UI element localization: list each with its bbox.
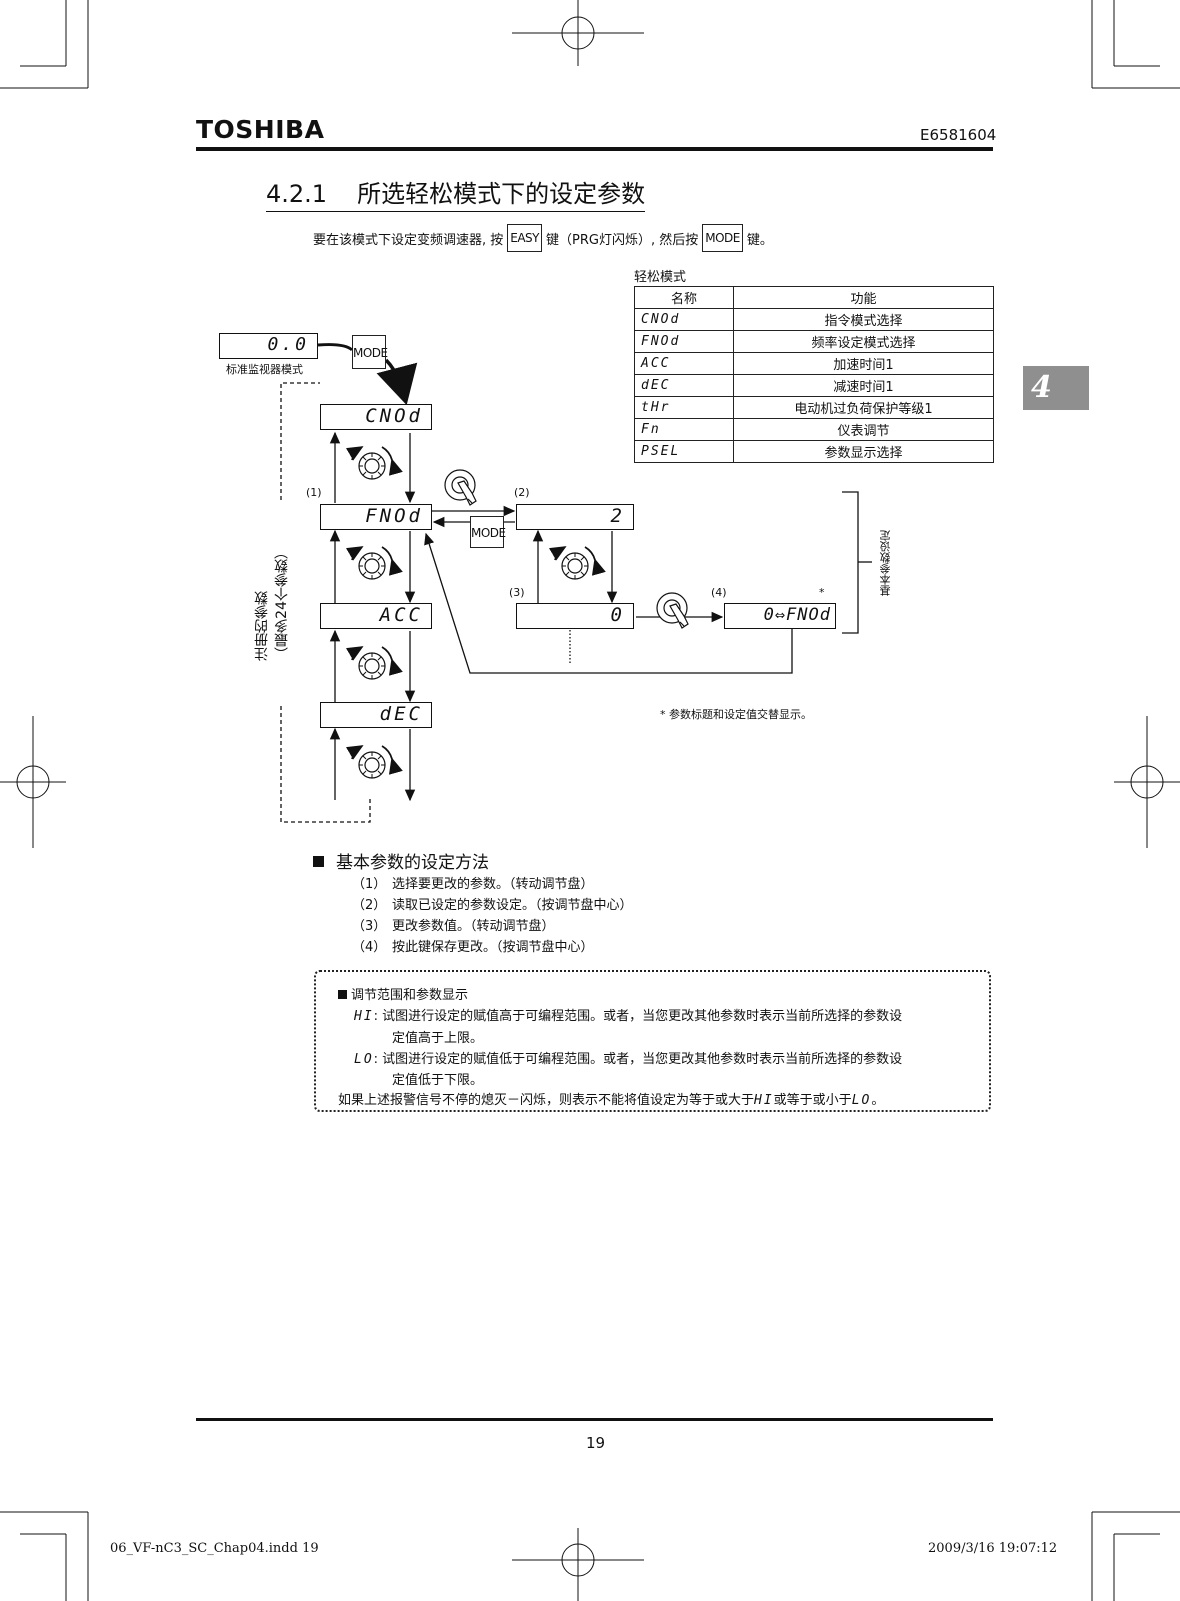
intro-text-after: 键。 xyxy=(746,232,773,248)
param-function: 频率设定模式选择 xyxy=(733,330,994,353)
mode-key-icon: MODE xyxy=(352,335,388,369)
section-heading: 4.2.1 所选轻松模式下的设定参数 xyxy=(266,174,646,212)
date-slug: 2009/3/16 19:07:12 xyxy=(928,1541,1058,1556)
page-number: 19 xyxy=(586,1434,606,1452)
lcd-display: dEC xyxy=(320,702,432,728)
monitor-label: 标准监视器模式 xyxy=(226,363,303,376)
range-info-box xyxy=(314,970,991,1112)
intro-paragraph: 要在该模式下设定变频调速器, 按 EASY 键（PRG灯闪烁）, 然后按 MOD… xyxy=(313,224,773,252)
mode-key-icon: MODE xyxy=(470,516,506,548)
range-title-text: 调节范围和参数显示 xyxy=(351,988,469,1003)
range-footer: 如果上述报警信号不停的熄灭－闪烁，则表示不能将值设定为等于或大于HI或等于或小于… xyxy=(338,1089,884,1108)
brand-logo: TOSHIBA xyxy=(196,115,325,144)
section-number: 4.2.1 xyxy=(266,180,328,208)
step-number: （1） xyxy=(352,877,387,892)
easy-key-icon: EASY xyxy=(507,224,543,252)
table-header-row: 名称 功能 xyxy=(634,286,994,309)
intro-text-middle: 键（PRG灯闪烁）, 然后按 xyxy=(546,232,699,248)
easy-table-caption: 轻松模式 xyxy=(634,270,687,285)
param-code: dEC xyxy=(634,374,734,397)
step-number: （3） xyxy=(352,919,387,934)
step-label: (4) xyxy=(711,586,727,599)
registered-params-label: 注册的参数 （最多24个参数） xyxy=(252,545,302,661)
asterisk-mark: * xyxy=(819,586,825,599)
footer-text: 。 xyxy=(871,1093,885,1108)
step-text: 按此键保存更改。（按调节盘中心） xyxy=(392,940,594,955)
header-rule xyxy=(196,147,993,151)
lcd-display: FNOd xyxy=(320,504,432,530)
dial-icons xyxy=(345,446,606,779)
value-display: 2 xyxy=(516,504,634,530)
methods-heading: 基本参数的设定方法 xyxy=(313,848,489,873)
basic-setting-label: 基本参数设定 xyxy=(879,530,892,596)
range-box-title: 调节范围和参数显示 xyxy=(338,984,468,1003)
mode-key-icon: MODE xyxy=(702,224,743,252)
lo-text-cont: 定值低于下限。 xyxy=(392,1073,484,1088)
footer-hi-code: HI xyxy=(754,1093,774,1108)
list-item: （1） 选择要更改的参数。（转动调节盘） xyxy=(352,873,594,892)
footer-text: 如果上述报警信号不停的熄灭－闪烁，则表示不能将值设定为等于或大于 xyxy=(338,1093,755,1108)
list-item: （4） 按此键保存更改。（按调节盘中心） xyxy=(352,936,594,955)
footer-rule xyxy=(196,1418,993,1421)
lcd-display: ACC xyxy=(320,603,432,629)
param-code: tHr xyxy=(634,396,734,419)
chapter-tab: 4 xyxy=(1023,366,1089,410)
step-number: （2） xyxy=(352,898,387,913)
param-function: 电动机过负荷保护等级1 xyxy=(733,396,994,419)
lo-text: 试图进行设定的赋值低于可编程范围。或者，当您更改其他参数时表示当前所选择的参数设 xyxy=(382,1052,903,1067)
section-title: 所选轻松模式下的设定参数 xyxy=(357,180,646,208)
footer-lo-code: LO xyxy=(851,1093,872,1108)
list-item: （3） 更改参数值。（转动调节盘） xyxy=(352,915,555,934)
alternating-display: 0⇔FNOd xyxy=(724,603,836,629)
step-number: （4） xyxy=(352,940,387,955)
diagram-note: * 参数标题和设定值交替显示。 xyxy=(660,708,812,721)
lcd-display: CNOd xyxy=(320,404,432,430)
document-number: E6581604 xyxy=(920,126,997,144)
list-item: （2） 读取已设定的参数设定。（按调节盘中心） xyxy=(352,894,633,913)
hi-code: HI xyxy=(354,1009,374,1024)
step-label: (1) xyxy=(306,486,322,499)
registered-sub: （最多24个参数） xyxy=(274,545,290,661)
hi-description: HI: 试图进行设定的赋值高于可编程范围。或者，当您更改其他参数时表示当前所选择… xyxy=(354,1009,903,1024)
monitor-display: 0.0 xyxy=(219,333,318,359)
registered-label: 注册的参数 xyxy=(254,590,270,661)
methods-title: 基本参数的设定方法 xyxy=(336,853,489,873)
param-code: Fn xyxy=(634,418,734,441)
square-bullet-icon xyxy=(338,990,347,999)
square-bullet-icon xyxy=(313,856,324,867)
intro-text-before: 要在该模式下设定变频调速器, 按 xyxy=(313,232,504,248)
lo-description: LO: 试图进行设定的赋值低于可编程范围。或者，当您更改其他参数时表示当前所选择… xyxy=(354,1052,903,1067)
hi-text: 试图进行设定的赋值高于可编程范围。或者，当您更改其他参数时表示当前所选择的参数设 xyxy=(382,1009,903,1024)
step-text: 选择要更改的参数。（转动调节盘） xyxy=(392,877,594,892)
hi-text-cont: 定值高于上限。 xyxy=(392,1031,484,1046)
param-function: 参数显示选择 xyxy=(733,440,994,463)
step-text: 读取已设定的参数设定。（按调节盘中心） xyxy=(392,898,633,913)
step-text: 更改参数值。（转动调节盘） xyxy=(392,919,555,934)
step-label: (3) xyxy=(509,586,525,599)
value-display: 0 xyxy=(516,603,634,629)
step-label: (2) xyxy=(514,486,530,499)
lo-code: LO xyxy=(354,1052,374,1067)
footer-text: 或等于或小于 xyxy=(773,1093,852,1108)
file-slug: 06_VF-nC3_SC_Chap04.indd 19 xyxy=(110,1541,319,1556)
press-dial-icons xyxy=(444,469,689,629)
